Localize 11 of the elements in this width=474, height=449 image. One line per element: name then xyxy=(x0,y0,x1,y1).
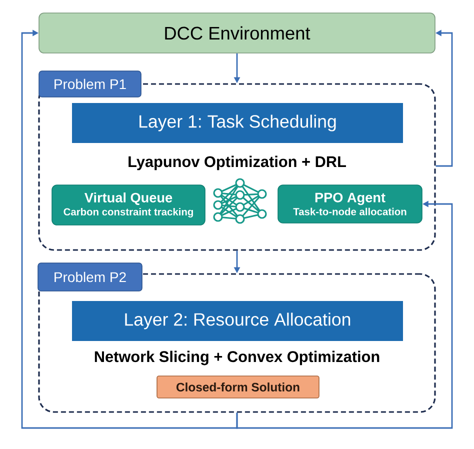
subtitle: Network Slicing + Convex Optimization xyxy=(94,350,380,366)
environment-box: DCC Environment xyxy=(38,12,436,54)
process-box: Virtual Queue Carbon constraint tracking xyxy=(52,184,206,226)
process-box: PPO Agent Task-to-node allocation xyxy=(278,184,422,224)
tab-label: Problem P1 xyxy=(38,70,142,98)
layer-banner: Layer 1: Task Scheduling xyxy=(72,103,403,143)
tab-label: Problem P2 xyxy=(38,262,142,292)
arrow xyxy=(21,30,238,429)
subtitle: Lyapunov Optimization + DRL xyxy=(128,156,346,170)
solution-box: Closed-form Solution xyxy=(156,376,320,398)
layer-banner: Layer 2: Resource Allocation xyxy=(72,301,403,341)
